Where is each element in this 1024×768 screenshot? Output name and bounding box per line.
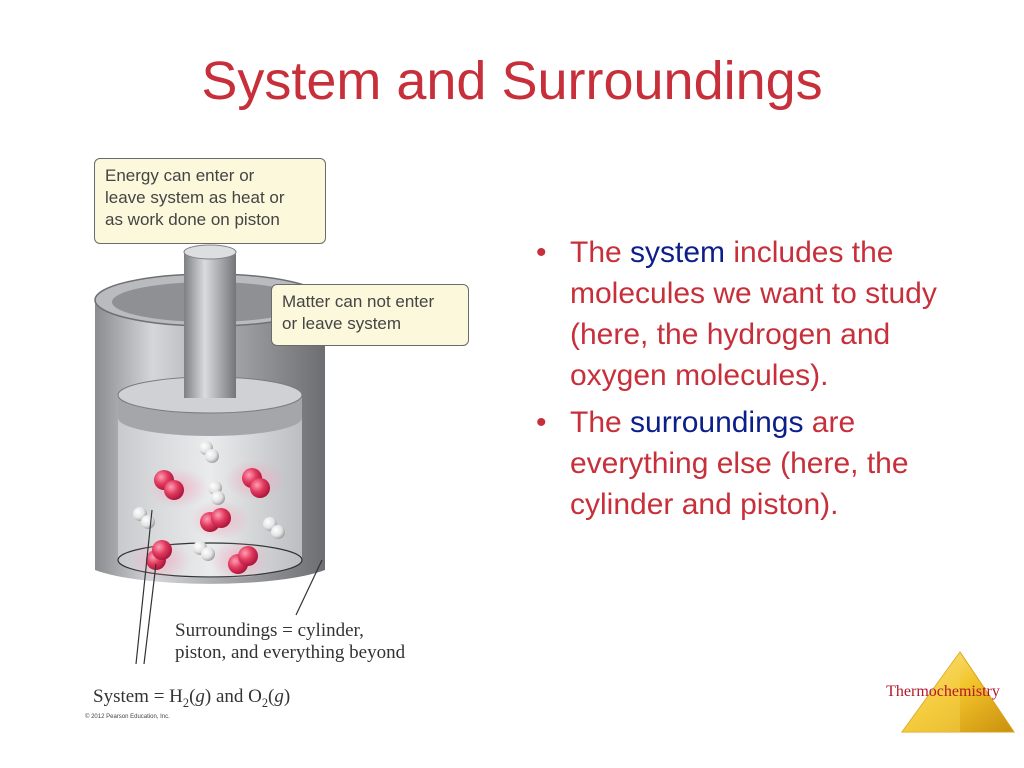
system-label: System = H2(g) and O2(g) xyxy=(93,686,291,710)
oxygen-molecule xyxy=(146,540,172,570)
surroundings-label-line: Surroundings = cylinder, xyxy=(175,620,364,641)
hydrogen-molecule xyxy=(199,441,219,463)
callout-line: as work done on piston xyxy=(105,210,280,229)
copyright-notice: © 2012 Pearson Education, Inc. xyxy=(85,714,170,720)
surroundings-leader-line xyxy=(295,559,323,616)
surroundings-label-line: piston, and everything beyond xyxy=(175,642,406,663)
hydrogen-molecule xyxy=(208,481,225,505)
callout-line: leave system as heat or xyxy=(105,188,285,207)
surroundings-label: Surroundings = cylinder, piston, and eve… xyxy=(175,620,485,664)
slide-title: System and Surroundings xyxy=(201,51,823,111)
piston-rod xyxy=(184,252,236,398)
bullet-dot: • xyxy=(536,406,547,439)
callout-line: Energy can enter or xyxy=(105,166,255,185)
keyword-surroundings: surroundings xyxy=(630,406,804,439)
bullet-dot: • xyxy=(536,236,547,269)
cylinder-illustration xyxy=(94,244,326,665)
oxygen-molecule xyxy=(242,468,270,498)
keyword-system: system xyxy=(630,236,726,269)
callout-line: Matter can not enter xyxy=(282,292,435,311)
oxygen-molecule xyxy=(228,546,258,574)
badge-label: Thermochemistry xyxy=(886,683,1000,700)
triangle-badge-icon xyxy=(901,651,1015,733)
cylinder-floor xyxy=(117,542,303,578)
callout-line: or leave system xyxy=(282,314,402,333)
bullet-list: •The system includes the molecules we wa… xyxy=(533,232,973,531)
oxygen-molecule xyxy=(200,508,231,532)
bullet-item: •The system includes the molecules we wa… xyxy=(533,232,973,396)
system-leader-line xyxy=(135,509,153,665)
energy-callout: Energy can enter or leave system as heat… xyxy=(94,158,326,244)
matter-callout: Matter can not enter or leave system xyxy=(271,284,469,346)
bullet-item: •The surroundings are everything else (h… xyxy=(533,402,973,525)
hydrogen-molecule xyxy=(193,541,215,561)
hydrogen-molecule xyxy=(263,517,285,539)
oxygen-molecule xyxy=(154,470,184,500)
system-leader-line xyxy=(143,563,157,665)
